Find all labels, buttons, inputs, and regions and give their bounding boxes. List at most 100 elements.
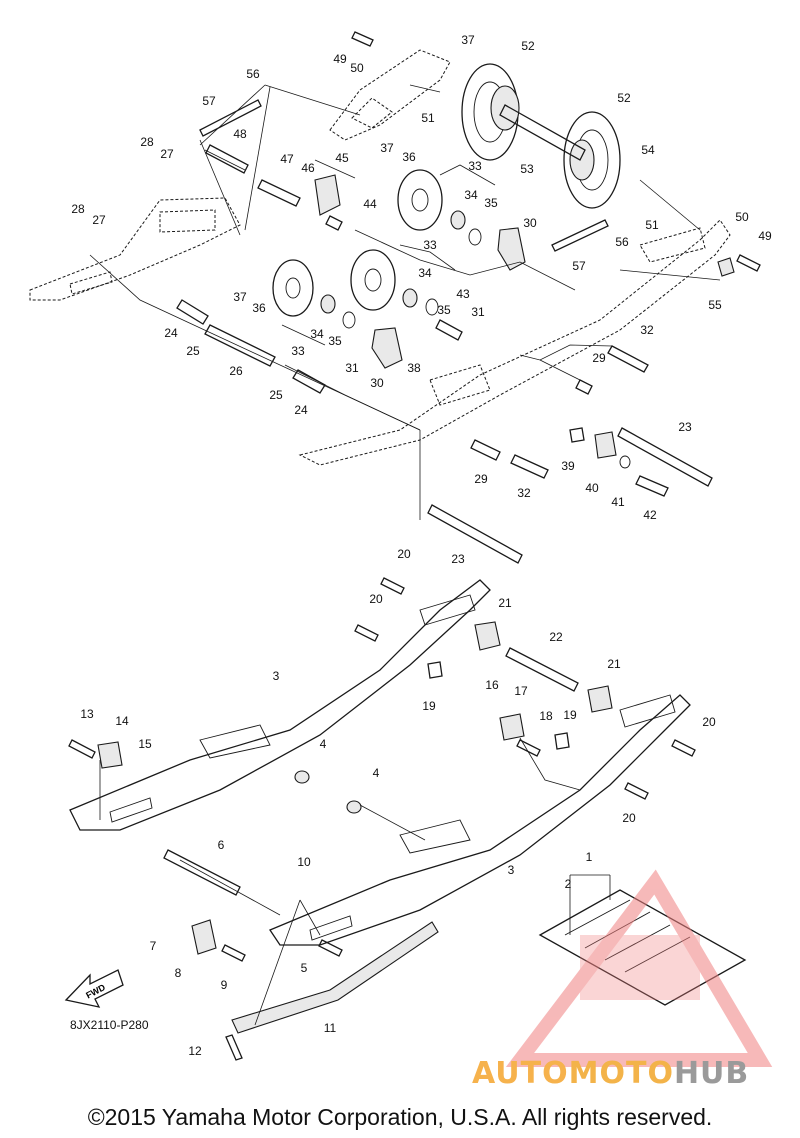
lower-bolts <box>68 577 696 1061</box>
callout-26: 26 <box>229 364 243 378</box>
callout-18: 18 <box>539 709 553 723</box>
callout-3a: 3 <box>273 669 280 683</box>
callout-29b: 29 <box>474 472 488 486</box>
callout-35c: 35 <box>328 334 342 348</box>
large-wheel-52a <box>461 63 520 161</box>
callout-34b: 34 <box>418 266 432 280</box>
callout-24a: 24 <box>164 326 178 340</box>
callout-20b: 20 <box>369 592 383 606</box>
callout-21b: 21 <box>607 657 621 671</box>
callout-45: 45 <box>335 151 349 165</box>
callout-37c: 37 <box>233 290 247 304</box>
callout-40: 40 <box>585 481 599 495</box>
washers-4 <box>294 770 362 814</box>
callout-4b: 4 <box>373 766 380 780</box>
callout-35b: 35 <box>437 303 451 317</box>
arms-30 <box>371 227 526 369</box>
callout-3b: 3 <box>508 863 515 877</box>
callout-30b: 30 <box>370 376 384 390</box>
callout-57b: 57 <box>572 259 586 273</box>
bracket-45 <box>314 174 341 216</box>
shaft-6 <box>163 849 241 896</box>
callout-57a: 57 <box>202 94 216 108</box>
callout-27b: 27 <box>92 213 106 227</box>
callout-32a: 32 <box>640 323 654 337</box>
callout-51a: 51 <box>421 111 435 125</box>
callout-19b: 19 <box>563 708 577 722</box>
callout-35a: 35 <box>484 196 498 210</box>
axle-53 <box>499 104 586 161</box>
callout-14: 14 <box>115 714 129 728</box>
callout-1: 1 <box>586 850 593 864</box>
callout-38: 38 <box>407 361 421 375</box>
callout-13: 13 <box>80 707 94 721</box>
callout-16: 16 <box>485 678 499 692</box>
left-slide-rail-3 <box>69 579 491 831</box>
callout-33b: 33 <box>423 238 437 252</box>
callout-56b: 56 <box>615 235 629 249</box>
watermark-hub: HUB <box>673 1056 750 1091</box>
callout-42: 42 <box>643 508 657 522</box>
fwd-arrow-icon: FWD <box>64 969 124 1008</box>
callout-labels: 1 2 3 3 4 4 5 6 7 8 9 10 11 12 13 14 15 … <box>71 33 772 1058</box>
callout-47: 47 <box>280 152 294 166</box>
callout-31b: 31 <box>345 361 359 375</box>
right-slide-rail-3 <box>269 694 691 946</box>
callout-20c: 20 <box>702 715 716 729</box>
callout-8: 8 <box>175 966 182 980</box>
callout-24b: 24 <box>294 403 308 417</box>
callout-28a: 28 <box>140 135 154 149</box>
callout-17: 17 <box>514 684 528 698</box>
lower-leader-lines <box>99 737 581 1026</box>
callout-55: 55 <box>708 298 722 312</box>
callout-36a: 36 <box>402 150 416 164</box>
callout-36b: 36 <box>252 301 266 315</box>
watermark-moto: MOTO <box>568 1056 674 1091</box>
callout-5: 5 <box>301 961 308 975</box>
callout-25a: 25 <box>186 344 200 358</box>
callout-31a: 31 <box>471 305 485 319</box>
callout-2: 2 <box>565 877 572 891</box>
callout-32b: 32 <box>517 486 531 500</box>
callout-33c: 33 <box>291 344 305 358</box>
callout-50b: 50 <box>735 210 749 224</box>
idler-wheel-middle <box>350 249 396 311</box>
callout-21a: 21 <box>498 596 512 610</box>
callout-10: 10 <box>297 855 311 869</box>
callout-12: 12 <box>188 1044 202 1058</box>
callout-20d: 20 <box>622 811 636 825</box>
wear-strip-11 <box>231 921 439 1034</box>
watermark-text: AUTOMOTOHUB <box>472 1056 749 1091</box>
callout-33a: 33 <box>468 159 482 173</box>
callout-34c: 34 <box>310 327 324 341</box>
diagram-code: 8JX2110-P280 <box>70 1018 149 1032</box>
callout-56a: 56 <box>246 67 260 81</box>
callout-28b: 28 <box>71 202 85 216</box>
callout-6: 6 <box>218 838 225 852</box>
callout-50a: 50 <box>350 61 364 75</box>
callout-25b: 25 <box>269 388 283 402</box>
shaft-22 <box>505 647 579 692</box>
upper-left-rail <box>29 197 241 301</box>
callout-52b: 52 <box>617 91 631 105</box>
callout-11: 11 <box>324 1021 337 1035</box>
callout-22: 22 <box>549 630 563 644</box>
upper-leader-lines <box>89 84 721 520</box>
callout-23b: 23 <box>451 552 465 566</box>
callout-44: 44 <box>363 197 377 211</box>
watermark-auto: AUTO <box>472 1056 569 1091</box>
callout-46: 46 <box>301 161 315 175</box>
callout-39: 39 <box>561 459 575 473</box>
top-bolts <box>199 31 761 272</box>
callout-15: 15 <box>138 737 152 751</box>
callout-4a: 4 <box>320 737 327 751</box>
callout-7: 7 <box>150 939 157 953</box>
callout-23a: 23 <box>678 420 692 434</box>
callout-37b: 37 <box>380 141 394 155</box>
callout-51b: 51 <box>645 218 659 232</box>
idler-wheel-left <box>272 259 314 317</box>
callout-52a: 52 <box>521 39 535 53</box>
callout-9: 9 <box>221 978 228 992</box>
idler-wheel-upper <box>397 169 443 231</box>
